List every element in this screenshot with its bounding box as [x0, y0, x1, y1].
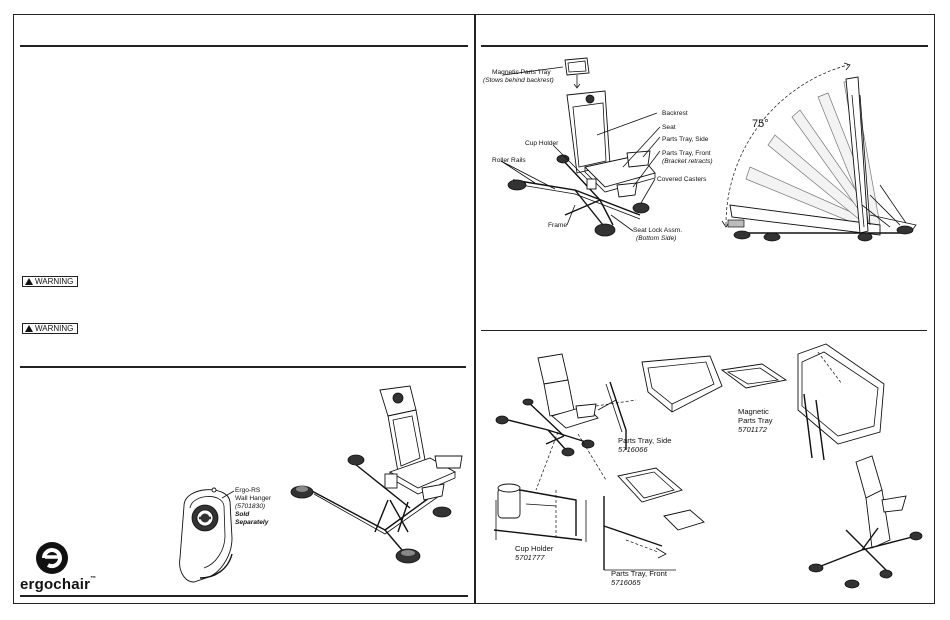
acc-part-tray-front: 5716065	[611, 578, 641, 587]
center-divider	[474, 14, 476, 604]
right-mid-rule	[481, 330, 927, 331]
acc-label-cup-holder: Cup Holder	[515, 544, 554, 553]
recline-angle-label: 75°	[752, 118, 769, 130]
label-seat: Seat	[662, 124, 676, 131]
label-magnetic-tray-note: (Stows behind backrest)	[483, 77, 554, 84]
acc-part-magnetic: 5701172	[738, 425, 767, 434]
hanger-line2: Wall Hanger	[235, 495, 272, 502]
label-tray-front: Parts Tray, Front	[662, 150, 711, 157]
left-mid-rule	[20, 366, 466, 368]
label-cup-holder: Cup Holder	[525, 140, 559, 147]
warning-badge-2: WARNING	[22, 323, 78, 334]
acc-part-tray-side: 5716066	[618, 445, 648, 454]
acc-label-magnetic-2: Parts Tray	[738, 416, 773, 425]
warning-triangle-icon	[25, 278, 33, 285]
label-backrest: Backrest	[662, 110, 688, 117]
label-covered-casters: Covered Casters	[657, 176, 707, 183]
brand-wordmark: ergochair	[20, 576, 91, 593]
ergochair-logo-icon	[36, 542, 68, 574]
accessories-diagram	[493, 343, 923, 589]
label-frame: Frame	[548, 222, 568, 229]
warning-label: WARNING	[35, 324, 74, 333]
hanger-separately: Separately	[235, 519, 269, 526]
wall-hanger-illustration	[179, 487, 233, 583]
acc-label-tray-front: Parts Tray, Front	[611, 569, 667, 578]
warning-label: WARNING	[35, 277, 74, 286]
chair-illustration-left	[290, 385, 463, 564]
left-header-rule	[20, 45, 468, 47]
warning-badge-1: WARNING	[22, 276, 78, 287]
recline-angle-diagram	[721, 62, 917, 242]
left-bottom-rule	[20, 595, 468, 597]
right-header-rule	[481, 45, 928, 47]
hanger-name: Ergo-RS	[235, 487, 261, 494]
brand-trademark: ™	[90, 576, 97, 582]
acc-label-magnetic-1: Magnetic	[738, 407, 769, 416]
annotated-chair-diagram	[500, 57, 661, 237]
hanger-sold: Sold	[235, 511, 250, 518]
brand-name: ergochair™	[20, 576, 96, 593]
label-tray-front-note: (Bracket retracts)	[662, 158, 713, 165]
label-magnetic-tray: Magnetic Parts Tray	[492, 69, 551, 76]
label-seat-lock-note: (Bottom Side)	[636, 235, 677, 242]
hanger-leader-line	[221, 490, 235, 499]
label-tray-side: Parts Tray, Side	[662, 136, 709, 143]
label-roller-rails: Roller Rails	[492, 157, 526, 164]
acc-part-cup-holder: 5701777	[515, 553, 545, 562]
hanger-part-number: (5701830)	[235, 503, 266, 510]
acc-label-tray-side: Parts Tray, Side	[618, 436, 672, 445]
warning-triangle-icon	[25, 325, 33, 332]
label-seat-lock: Seat Lock Assm.	[633, 227, 683, 234]
